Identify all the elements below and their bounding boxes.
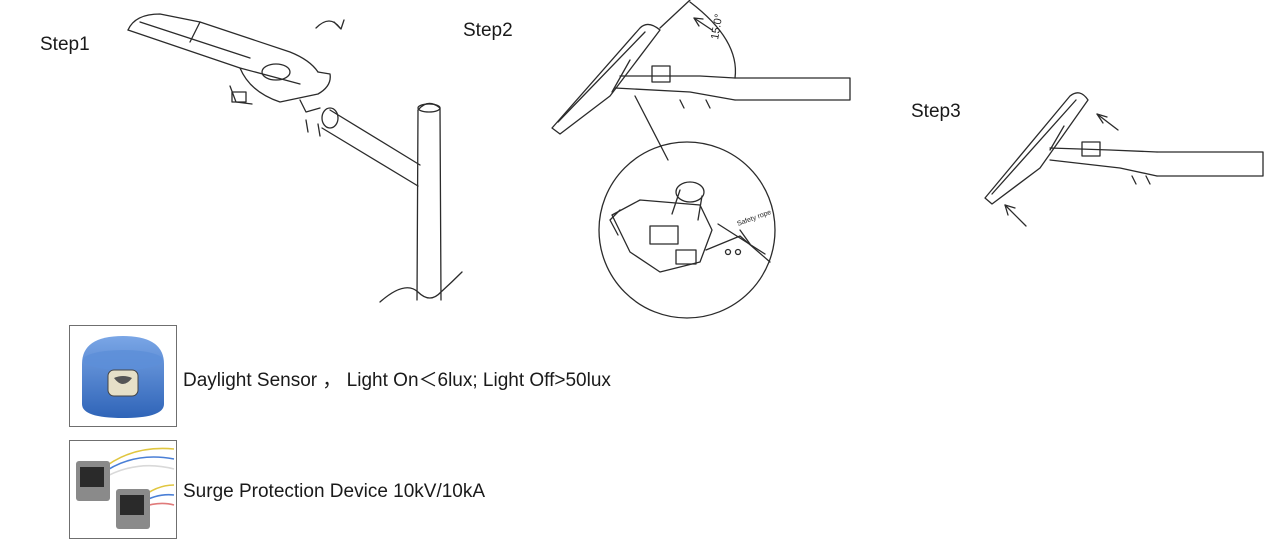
- surge-protector-caption: Surge Protection Device 10kV/10kA: [183, 481, 486, 502]
- step2-label: Step2: [463, 20, 513, 41]
- step3-label: Step3: [911, 101, 961, 122]
- step2-open-lamp-illustration: [551, 0, 851, 319]
- step1-lamp-on-pole-illustration: [127, 13, 463, 303]
- angle-annotation: 15.0°: [709, 13, 725, 41]
- photocell-icon: [82, 336, 164, 418]
- daylight-sensor-photo: [69, 325, 177, 427]
- step3-close-lamp-illustration: [984, 92, 1264, 227]
- daylight-sensor-caption: Daylight Sensor ， Light On＜6lux; Light O…: [183, 370, 611, 391]
- surge-protector-icon: [76, 447, 175, 529]
- step1-label: Step1: [40, 34, 90, 55]
- surge-protector-photo: [69, 440, 177, 539]
- safety-rope-annotation: Safety rope: [736, 209, 772, 228]
